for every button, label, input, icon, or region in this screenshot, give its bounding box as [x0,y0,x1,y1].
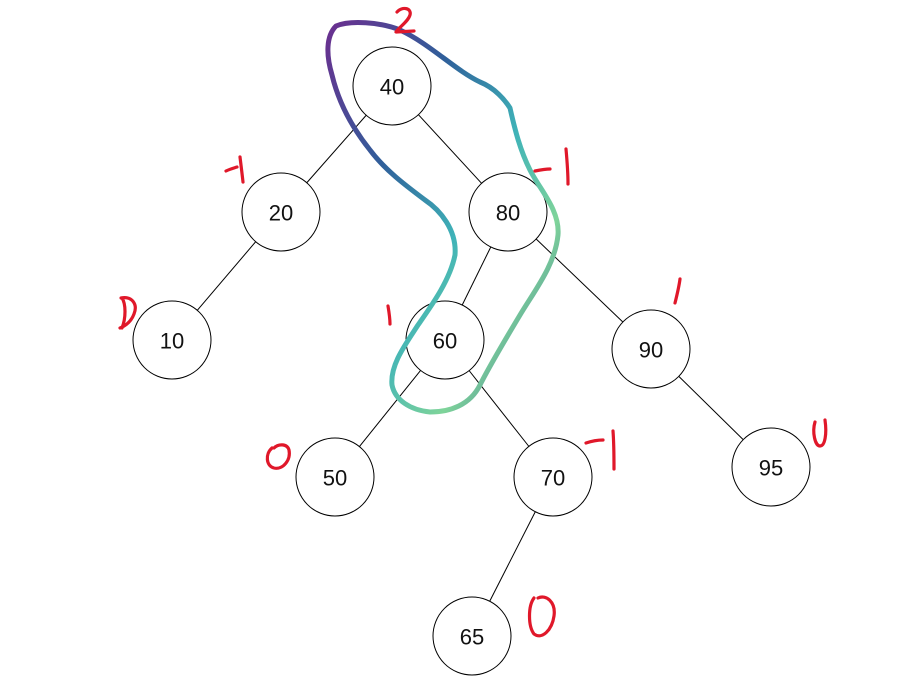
edge-80-90 [535,238,624,323]
node-label: 70 [541,466,565,491]
node-20: 20 [241,172,321,252]
node-label: 95 [759,456,783,481]
node-label: 10 [160,329,184,354]
node-label: 65 [460,625,484,650]
node-circle [352,46,432,126]
balance-mark-20 [224,155,245,184]
balance-mark-95 [812,418,828,448]
balance-annotations [118,6,828,638]
node-label: 90 [639,338,663,363]
tree-nodes: 40 20 80 10 60 90 50 70 95 65 [132,46,811,676]
edge-90-95 [678,375,744,441]
node-label: 50 [323,466,347,491]
node-circle [468,172,548,252]
node-95: 95 [731,427,811,507]
balance-mark-65 [527,595,556,638]
node-circle [295,437,375,517]
edge-80-60 [461,246,492,306]
node-circle [241,172,321,252]
node-40: 40 [352,46,432,126]
node-80: 80 [468,172,548,252]
node-circle [432,596,512,676]
edge-60-70 [468,370,530,447]
node-label: 20 [269,201,293,226]
node-10: 10 [132,300,212,380]
node-90: 90 [611,309,691,389]
node-50: 50 [295,437,375,517]
node-label: 60 [433,329,457,354]
highlight-loop [325,20,561,415]
edge-60-50 [359,370,421,447]
edge-70-65 [489,511,536,602]
edge-20-10 [196,241,257,311]
edge-40-80 [418,114,482,184]
balance-mark-90 [673,277,682,305]
balance-mark-70 [584,429,616,471]
node-circle [611,309,691,389]
node-circle [731,427,811,507]
node-70: 70 [513,437,593,517]
node-circle [513,437,593,517]
node-65: 65 [432,596,512,676]
node-label: 80 [496,201,520,226]
node-circle [132,300,212,380]
balance-mark-50 [265,443,291,470]
node-label: 40 [380,75,404,100]
edge-40-20 [306,114,367,184]
balance-mark-60 [386,304,392,326]
balance-mark-40 [394,6,416,34]
balance-mark-80 [533,147,570,186]
balance-mark-10 [118,296,137,330]
node-60: 60 [405,300,485,380]
